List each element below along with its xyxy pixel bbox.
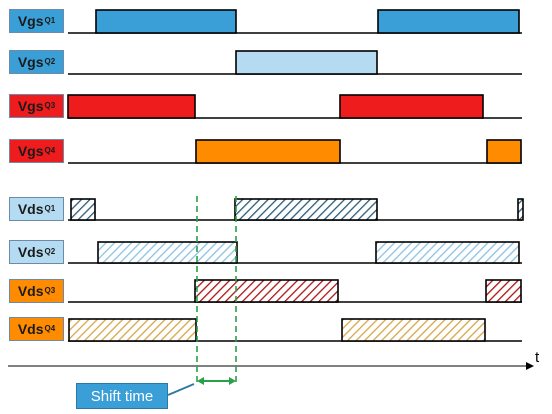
shift-callout-line — [167, 383, 195, 396]
trace-pulse — [485, 279, 522, 303]
trace-pulse — [194, 279, 339, 303]
trace-pulse — [339, 94, 484, 119]
signal-label-base: Vds — [17, 244, 44, 260]
trace-pulse — [95, 9, 237, 34]
trace-vds-q4 — [68, 318, 522, 342]
shift-time-label: Shift time — [76, 383, 168, 409]
trace-pulse — [67, 94, 196, 119]
trace-vds-q2 — [68, 241, 522, 264]
shift-arrow-head-left — [197, 377, 204, 385]
signal-label-base: Vgs — [17, 13, 44, 29]
trace-vds-q3 — [68, 279, 522, 303]
signal-label-base: Vds — [17, 283, 44, 299]
shift-arrow-head-right — [229, 377, 236, 385]
signal-label-sub: Q4 — [44, 324, 56, 333]
signal-label-sub: Q2 — [44, 57, 56, 66]
trace-pulse — [235, 50, 378, 75]
signal-label-sub: Q3 — [44, 101, 56, 110]
signal-label-base: Vds — [17, 201, 44, 217]
trace-pulse — [97, 241, 238, 264]
signal-label-sub: Q1 — [44, 204, 56, 213]
trace-vgs-q2 — [68, 50, 522, 75]
trace-vgs-q1 — [68, 9, 522, 34]
signal-label-sub: Q3 — [44, 286, 56, 295]
signal-label-base: Vds — [17, 321, 44, 337]
signal-label-sub: Q2 — [44, 247, 56, 256]
trace-pulse — [341, 318, 486, 342]
time-axis-arrowhead — [526, 362, 534, 370]
trace-pulse — [68, 318, 197, 342]
trace-pulse — [234, 198, 378, 221]
shift-time-text: Shift time — [90, 387, 154, 405]
trace-vgs-q3 — [67, 94, 522, 119]
trace-vds-q1 — [68, 198, 524, 221]
trace-pulse — [486, 139, 522, 164]
trace-pulse — [70, 198, 96, 221]
trace-pulse — [517, 198, 524, 221]
time-axis-label: t — [535, 349, 540, 366]
signal-label-base: Vgs — [17, 143, 44, 159]
signal-label-sub: Q1 — [44, 16, 56, 25]
signal-label-sub: Q4 — [44, 146, 56, 155]
trace-pulse — [377, 9, 520, 34]
trace-pulse — [375, 241, 520, 264]
trace-pulse — [195, 139, 341, 164]
trace-vgs-q4 — [68, 139, 522, 164]
signal-label-base: Vgs — [17, 54, 44, 70]
signal-label-base: Vgs — [17, 98, 44, 114]
